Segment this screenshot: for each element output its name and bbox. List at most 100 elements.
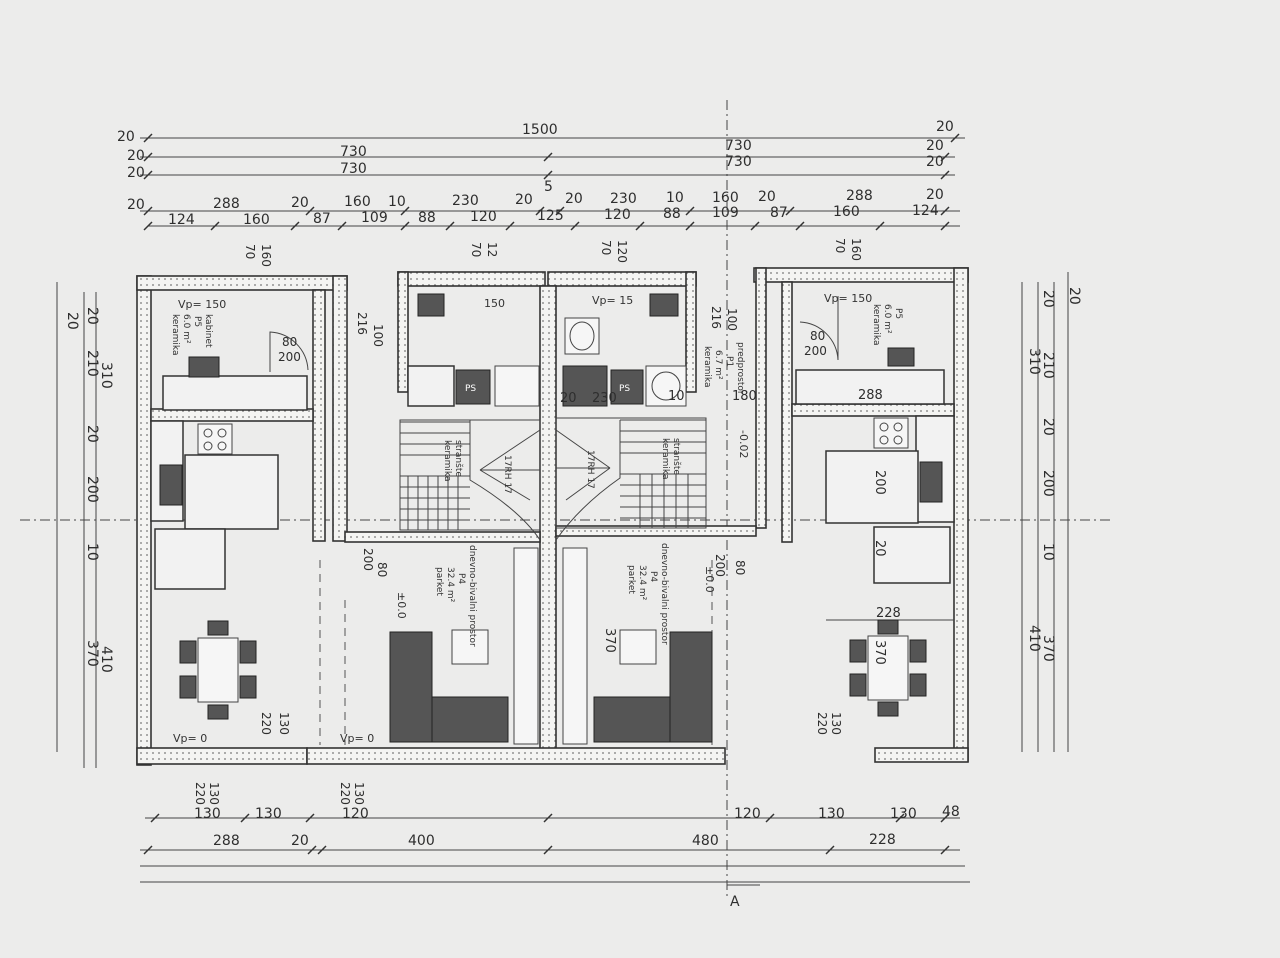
room-label-living-right: dnevno-bivalni prostor P4 32.4 m² parket — [626, 543, 669, 645]
svg-text:P5: P5 — [192, 316, 202, 327]
svg-text:predprostor: predprostor — [735, 342, 745, 395]
svg-text:dnevno-bivalni prostor: dnevno-bivalni prostor — [659, 543, 669, 645]
dim-top5-2: 87 — [313, 211, 331, 227]
dim-bot1-5: 130 — [890, 806, 917, 822]
door-bot-left-220: 220 — [193, 782, 207, 805]
svg-text:parket: parket — [626, 565, 636, 594]
dim-bot2-1: 20 — [291, 833, 309, 849]
door-right-220: 220 — [815, 712, 829, 735]
dim-top3-c: 730 — [725, 154, 752, 170]
dim-bot2-4: 228 — [869, 832, 896, 848]
dim-right2-4: 10 — [1040, 543, 1056, 561]
dim-top2-b: 730 — [340, 144, 367, 160]
dim-top5-3: 109 — [361, 210, 388, 226]
dim-right2-5: 370 — [1040, 635, 1056, 662]
dim-top5-8: 88 — [663, 206, 681, 222]
inner-180: 180 — [732, 389, 757, 404]
kabinet-right: Vp= 150 P5 6.0 m² keramika 80 200 288 70… — [795, 238, 945, 405]
dim-left1-1: 310 — [98, 362, 114, 389]
kabinet-left: Vp= 150 kabinet P5 6.0 m² keramika 80 20… — [162, 244, 309, 411]
svg-text:kabinet: kabinet — [203, 314, 213, 348]
dim-top-mid: 5 — [544, 179, 553, 195]
door-bot-mid-130: 130 — [352, 782, 366, 805]
window-kab-right-a: 70 — [833, 238, 847, 253]
window-stair-left-b: 12 — [485, 242, 499, 257]
dim-top3-a: 20 — [127, 165, 145, 181]
dim-top5-6: 125 — [537, 208, 564, 224]
room-label-kabinet-left: kabinet P5 6.0 m² keramika — [170, 314, 213, 355]
living-right: dnevno-bivalni prostor P4 32.4 m² parket… — [562, 543, 747, 745]
ps-left: PS — [465, 384, 476, 394]
door-kab-right-w: 80 — [810, 329, 825, 343]
room-label-predprostor: predprostor P1 6.7 m² keramika — [702, 342, 745, 395]
svg-text:P4: P4 — [648, 571, 658, 582]
svg-text:keramika: keramika — [170, 314, 180, 355]
dim-left2-0: 20 — [84, 307, 100, 325]
dining-table-left — [179, 620, 257, 720]
bathroom-right: Vp= 15 PS 230 20 10 70 120 100 216 — [560, 240, 739, 407]
stair-left-label: stranšte keramika — [442, 440, 464, 481]
dim-top5-10: 87 — [770, 205, 788, 221]
inner-228: 228 — [876, 606, 901, 621]
dim-top5-0: 124 — [168, 212, 195, 228]
left-vertical-dimensions: 20 310 410 20 210 20 200 10 370 — [56, 282, 114, 768]
door-bot-mid-220: 220 — [338, 782, 352, 805]
dining-table-right: 228 370 — [826, 606, 954, 717]
ps-right: PS — [619, 384, 630, 394]
right-vertical-dimensions: 20 310 410 20 210 20 200 10 370 — [1021, 272, 1082, 752]
door-bot-left-130: 130 — [207, 782, 221, 805]
dim-top4-2: 20 — [291, 195, 309, 211]
svg-text:P4: P4 — [456, 573, 466, 584]
kitchen-left — [150, 420, 279, 590]
dim-right2-3: 200 — [1040, 470, 1056, 497]
door-kab-left-h: 200 — [278, 350, 301, 364]
dim-bot1-4: 130 — [818, 806, 845, 822]
svg-text:keramika: keramika — [871, 304, 881, 345]
predprostor: predprostor P1 6.7 m² keramika 180 -0.02 — [702, 342, 757, 458]
vp-kabinet-left: Vp= 150 — [178, 298, 226, 311]
dim-top1-b: 1500 — [522, 122, 558, 138]
dim-top4-4: 10 — [388, 194, 406, 210]
door-left-130: 130 — [277, 712, 291, 735]
stair-left-rise: 17RH 17 — [502, 455, 512, 494]
window-stair-right-a: 70 — [599, 240, 613, 255]
inner-10: 10 — [668, 389, 685, 404]
window-kab-left-a: 70 — [243, 244, 257, 259]
staircase-right: stranšte keramika 17RH 17 — [555, 417, 707, 541]
vp-bath-right: Vp= 15 — [592, 294, 633, 307]
section-label: A — [730, 894, 740, 910]
door-liv-right-80: 80 — [733, 560, 747, 575]
svg-text:6.7 m²: 6.7 m² — [713, 350, 723, 380]
dim-top4-5: 230 — [452, 193, 479, 209]
dim-top3-b: 730 — [340, 161, 367, 177]
inner-370-living-right: 370 — [602, 628, 617, 653]
svg-text:stranšte: stranšte — [671, 438, 682, 475]
svg-text:dnevno-bivalni prostor: dnevno-bivalni prostor — [467, 545, 477, 647]
inner-200: 200 — [872, 470, 887, 495]
dim-left1-2: 410 — [98, 646, 114, 673]
door-liv-left-80: 80 — [375, 562, 389, 577]
vp-bath-left: 150 — [484, 297, 505, 310]
stair-right-label: stranšte keramika — [660, 438, 682, 479]
door-left-220: 220 — [259, 712, 273, 735]
room-label-living-left: dnevno-bivalni prostor P4 32.4 m² parket — [434, 545, 477, 647]
dim-top4-0: 20 — [127, 197, 145, 213]
dim-bot1-0: 130 — [194, 806, 221, 822]
vp-kabinet-right: Vp= 150 — [824, 292, 872, 305]
window-kab-right-b: 160 — [849, 238, 863, 261]
dim-top4-12: 288 — [846, 188, 873, 204]
dim-top2-c: 730 — [725, 138, 752, 154]
door-bath-left-216: 216 — [355, 312, 369, 335]
dim-left2-2: 20 — [84, 425, 100, 443]
dim-top1-a: 20 — [117, 129, 135, 145]
dim-top4-13: 20 — [926, 187, 944, 203]
dim-bot2-3: 480 — [692, 833, 719, 849]
kitchen-right: 200 20 — [825, 415, 955, 584]
dim-top4-8: 230 — [610, 191, 637, 207]
dim-right1-0: 20 — [1066, 287, 1082, 305]
svg-text:6.0 m²: 6.0 m² — [181, 314, 191, 344]
svg-text:P5: P5 — [893, 308, 903, 319]
level-predprostor: -0.02 — [737, 430, 750, 458]
bottom-dimension-chains: 130 130 120 120 130 130 48 288 20 400 48… — [140, 804, 970, 883]
